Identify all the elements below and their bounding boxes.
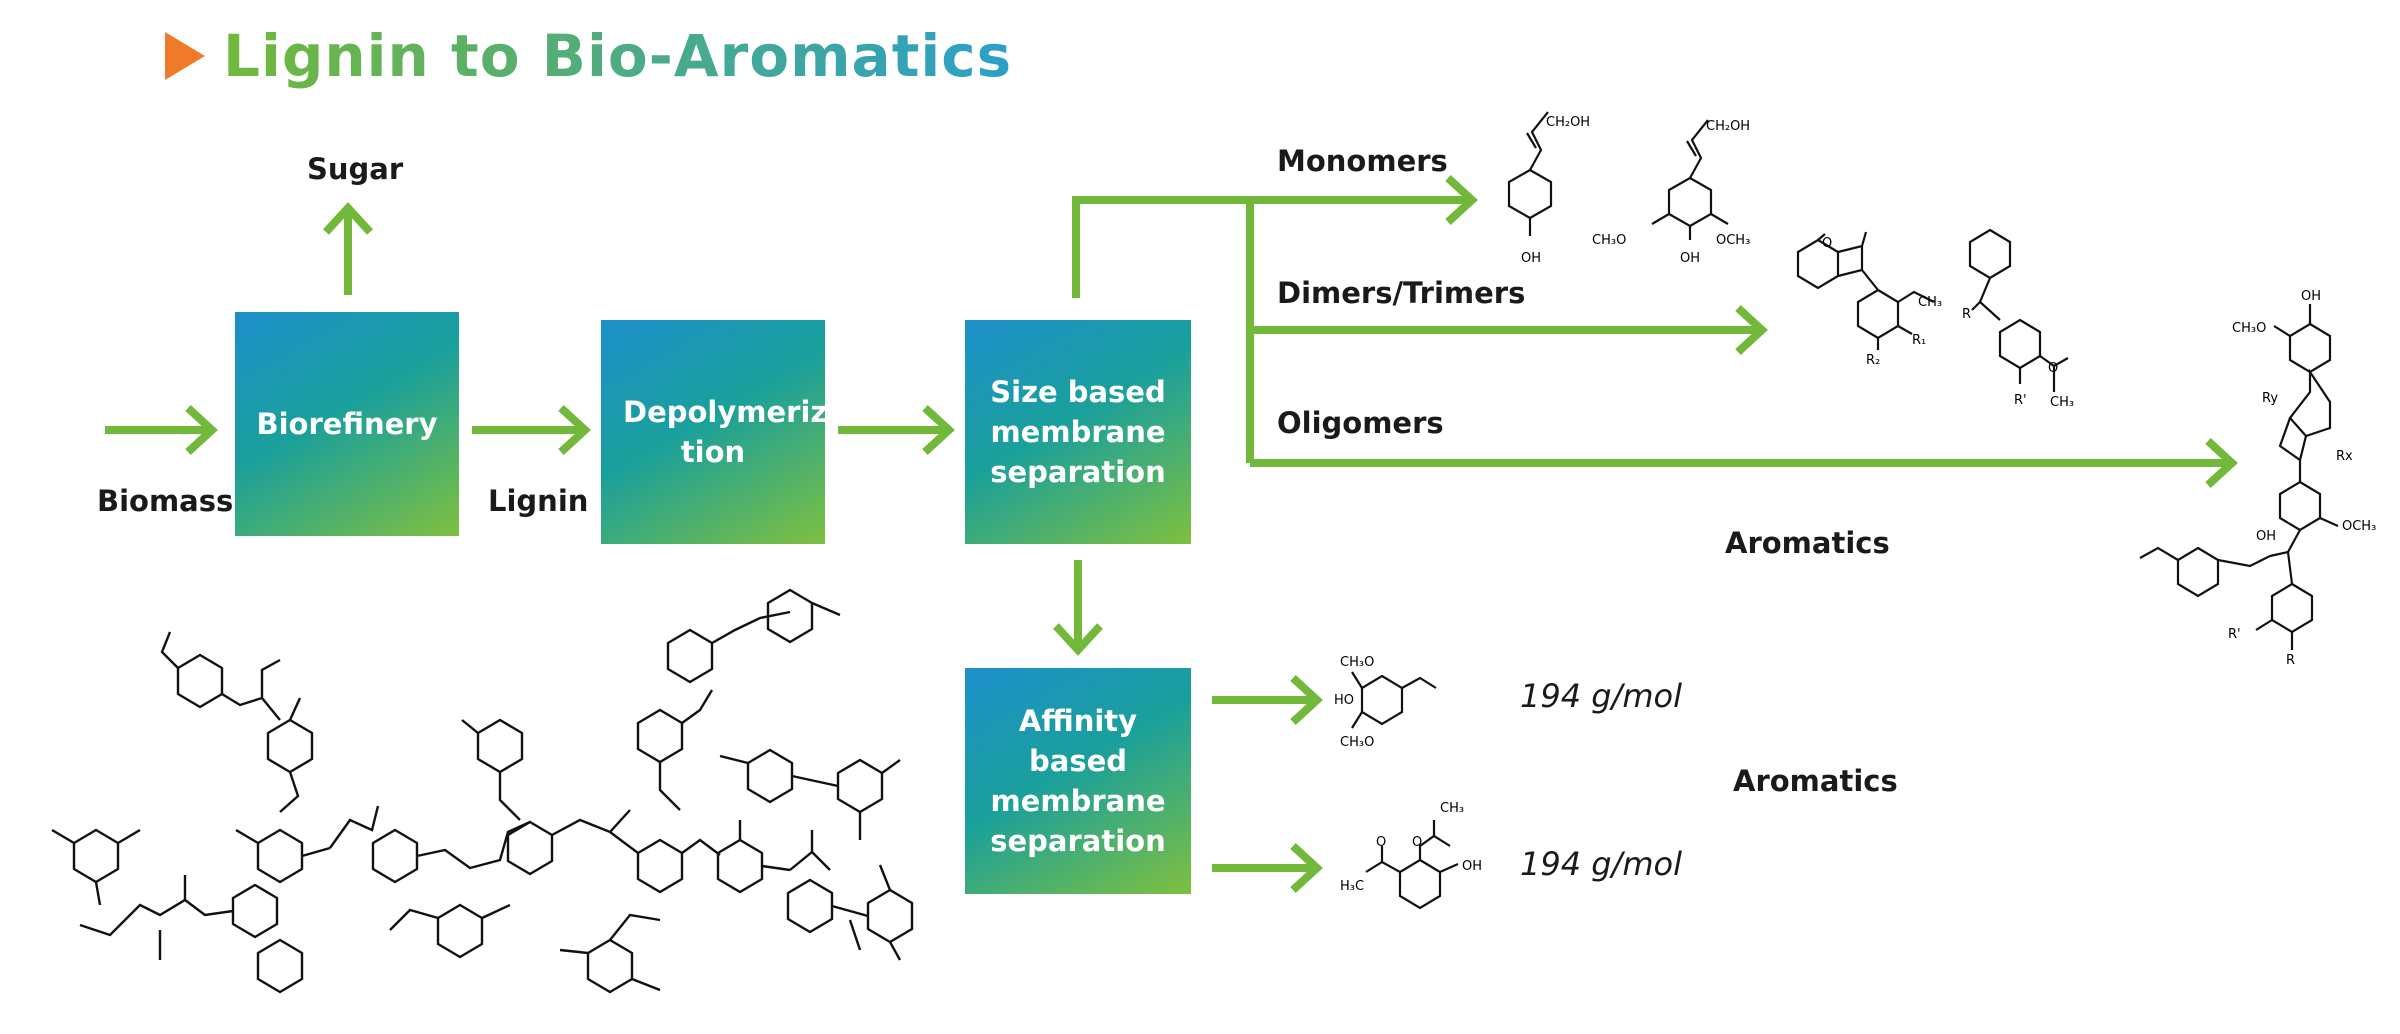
page-title: Lignin to Bio-Aromatics (165, 22, 1012, 90)
chem-label: CH₃O (1340, 655, 1374, 670)
chem-label: O (1412, 835, 1422, 850)
chem-label: CH₃ (1440, 801, 1464, 816)
chem-label: OH (1521, 251, 1541, 266)
chem-label: CH₃O (1340, 735, 1374, 750)
chem-label: Rx (2336, 449, 2353, 464)
chem-label: H₃C (1340, 879, 1364, 894)
box-depolymerization-label: Depolymeriza-tion (623, 395, 859, 469)
structure-dimer-1 (1796, 231, 1935, 350)
structure-product-2 (1365, 820, 1459, 910)
chem-label: OH (2301, 289, 2321, 304)
chem-label: R' (2014, 393, 2027, 408)
chem-label: HO (1334, 693, 1354, 708)
box-size-separation: Size based membrane separation (965, 320, 1191, 544)
chem-label: CH₂OH (1546, 115, 1590, 130)
structure-oligomer (2139, 304, 2339, 650)
chem-label: OH (2256, 529, 2276, 544)
box-affinity-separation-label: Affinity based membrane separation (990, 704, 1166, 858)
chem-label: R₁ (1912, 333, 1926, 348)
box-depolymerization: Depolymeriza-tion (601, 320, 859, 544)
chem-label: OCH₃ (1716, 233, 1750, 248)
label-aromatics-top: Aromatics (1725, 526, 1890, 560)
structure-dimer-2 (1968, 228, 2069, 392)
label-monomers: Monomers (1277, 144, 1448, 178)
arrow-branch-trunk (1072, 196, 1470, 298)
title-text: Lignin to Bio-Aromatics (223, 22, 1013, 90)
chem-label: CH₂OH (1706, 119, 1750, 134)
mw-product-1: 194 g/mol (1520, 677, 1682, 715)
chem-label: R₂ (1866, 353, 1880, 368)
label-aromatics-bottom: Aromatics (1733, 764, 1898, 798)
chem-label: Ry (2262, 391, 2278, 406)
label-sugar: Sugar (307, 152, 404, 186)
label-dimers-trimers: Dimers/Trimers (1277, 276, 1526, 310)
label-biomass: Biomass (97, 484, 234, 518)
structure-monomer-1 (1507, 111, 1553, 236)
chem-label: O (1376, 835, 1386, 850)
chem-label: OH (1680, 251, 1700, 266)
box-affinity-separation: Affinity based membrane separation (965, 668, 1191, 894)
chem-label: CH₃O (2232, 321, 2266, 336)
structure-monomer-2 (1651, 119, 1729, 240)
chem-label: R' (2228, 627, 2241, 642)
chem-label: OCH₃ (2342, 519, 2376, 534)
label-oligomers: Oligomers (1277, 406, 1444, 440)
box-biorefinery-label: Biorefinery (256, 407, 438, 441)
chem-label: CH₃ (2050, 395, 2074, 410)
chem-label: R (1962, 307, 1971, 322)
label-lignin: Lignin (488, 484, 589, 518)
chem-label: CH₃O (1592, 233, 1626, 248)
chem-label: CH₃ (1918, 295, 1942, 310)
chem-label: O (2048, 361, 2058, 376)
box-biorefinery: Biorefinery (235, 312, 459, 536)
chem-label: OH (1462, 859, 1482, 874)
chem-label: R (2286, 653, 2295, 668)
structure-lignin-polymer (51, 588, 914, 994)
mw-product-2: 194 g/mol (1520, 845, 1682, 883)
chem-label: O (1822, 236, 1832, 251)
box-size-separation-label: Size based membrane separation (990, 375, 1166, 489)
structure-product-1 (1351, 671, 1437, 729)
play-triangle-icon (165, 32, 205, 80)
